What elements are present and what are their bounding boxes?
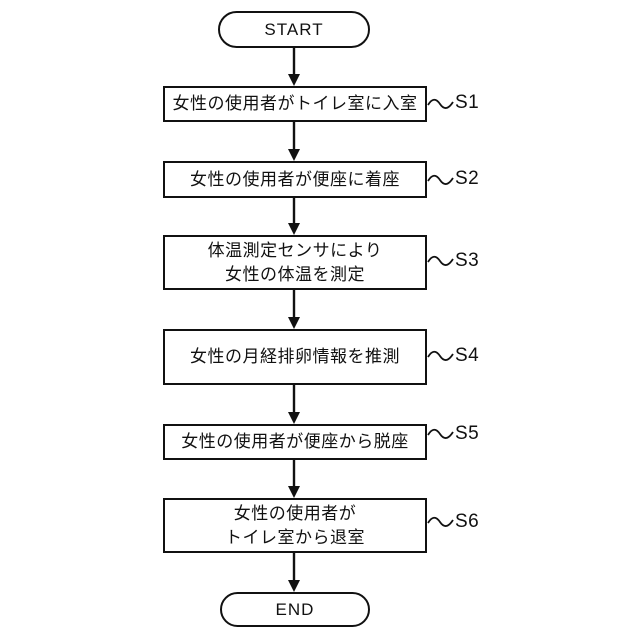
tilde-leader-s4 <box>427 350 454 361</box>
process-box-s4: 女性の月経排卵情報を推測 <box>163 329 427 385</box>
process-text-line1: 体温測定センサにより <box>207 240 383 260</box>
step-label-s3: S3 <box>455 250 480 271</box>
tilde-leader-s6 <box>427 516 454 527</box>
process-box-s2: 女性の使用者が便座に着座 <box>163 161 427 198</box>
arrow-s5-to-s6 <box>288 460 300 498</box>
process-text-line2: トイレ室から退室 <box>225 527 365 547</box>
arrow-start-to-s1 <box>288 48 300 86</box>
process-text: 女性の月経排卵情報を推測 <box>190 347 400 366</box>
process-text-line2: 女性の体温を測定 <box>225 264 365 284</box>
process-text: 女性の使用者が便座から脱座 <box>181 432 409 451</box>
tilde-leader-s5 <box>427 428 454 439</box>
process-box-s5: 女性の使用者が便座から脱座 <box>163 424 427 460</box>
step-label-s1: S1 <box>455 92 480 113</box>
process-text: 女性の使用者がトイレ室に入室 <box>172 94 418 113</box>
terminal-start-label: START <box>264 19 324 39</box>
arrow-s1-to-s2 <box>288 122 300 161</box>
tilde-leader-s2 <box>427 174 454 185</box>
process-box-s6: 女性の使用者が トイレ室から退室 <box>163 498 427 553</box>
terminal-end: END <box>220 592 370 627</box>
step-label-s6: S6 <box>455 511 480 532</box>
step-label-s4: S4 <box>455 345 480 366</box>
process-text-line1: 女性の使用者が <box>233 503 357 523</box>
step-label-s5: S5 <box>455 423 480 444</box>
tilde-leader-s3 <box>427 255 454 266</box>
tilde-leader-s1 <box>427 98 454 109</box>
terminal-end-label: END <box>275 599 315 619</box>
process-box-s3: 体温測定センサにより 女性の体温を測定 <box>163 235 427 290</box>
arrow-s6-to-end <box>288 553 300 592</box>
process-box-s1: 女性の使用者がトイレ室に入室 <box>163 86 427 122</box>
arrow-s4-to-s5 <box>288 385 300 424</box>
step-label-s2: S2 <box>455 168 480 189</box>
arrow-s2-to-s3 <box>288 198 300 235</box>
process-text: 女性の使用者が便座に着座 <box>190 169 400 189</box>
arrow-s3-to-s4 <box>288 290 300 329</box>
terminal-start: START <box>218 11 370 48</box>
